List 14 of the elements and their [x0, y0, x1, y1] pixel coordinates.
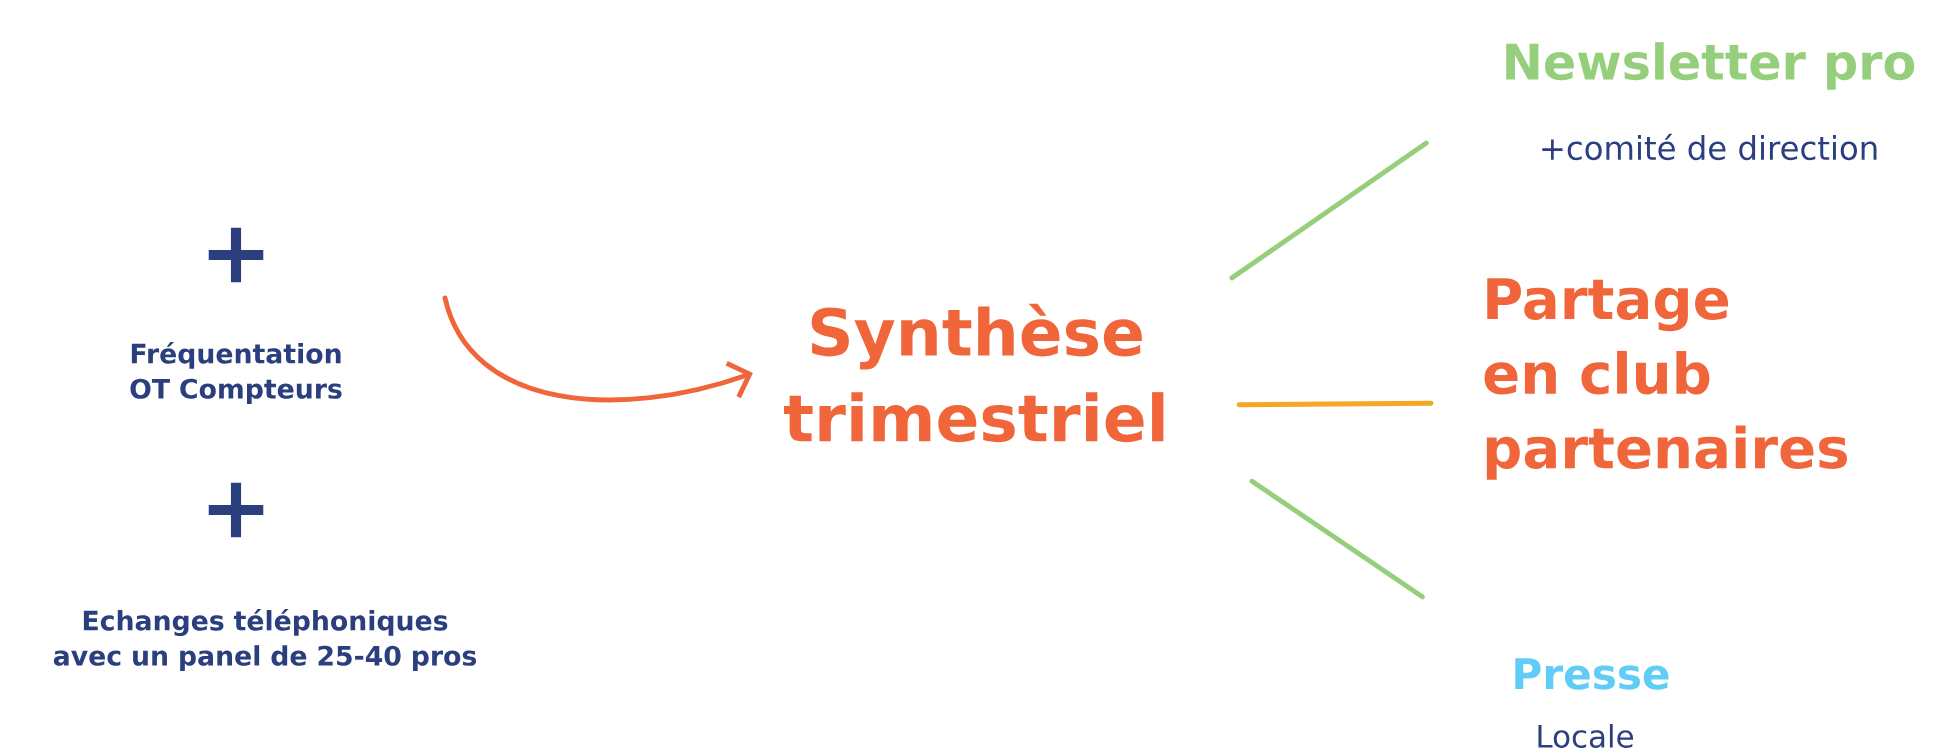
- node-label: +comité de direction: [1542, 133, 1877, 161]
- source-text: Echanges téléphoniques avec un panel de 25-40 pros: [53, 608, 477, 671]
- arrow: [442, 295, 753, 403]
- channel-title: Newsletter pro: [1506, 42, 1915, 90]
- connector-line: [1236, 400, 1434, 408]
- node-label: Locale: [1538, 724, 1633, 748]
- plus-sign: +: [208, 482, 264, 538]
- main-title: Synthèse trimestriel: [784, 303, 1164, 443]
- channel-title: Presse: [1515, 658, 1669, 690]
- connector-line: [1229, 140, 1429, 281]
- source-text: Fréquentation OT Compteurs: [130, 341, 342, 404]
- channel-title: Partage en club partenaires: [1484, 278, 1847, 480]
- connector-line: [1249, 478, 1425, 600]
- plus-sign: +: [208, 227, 264, 283]
